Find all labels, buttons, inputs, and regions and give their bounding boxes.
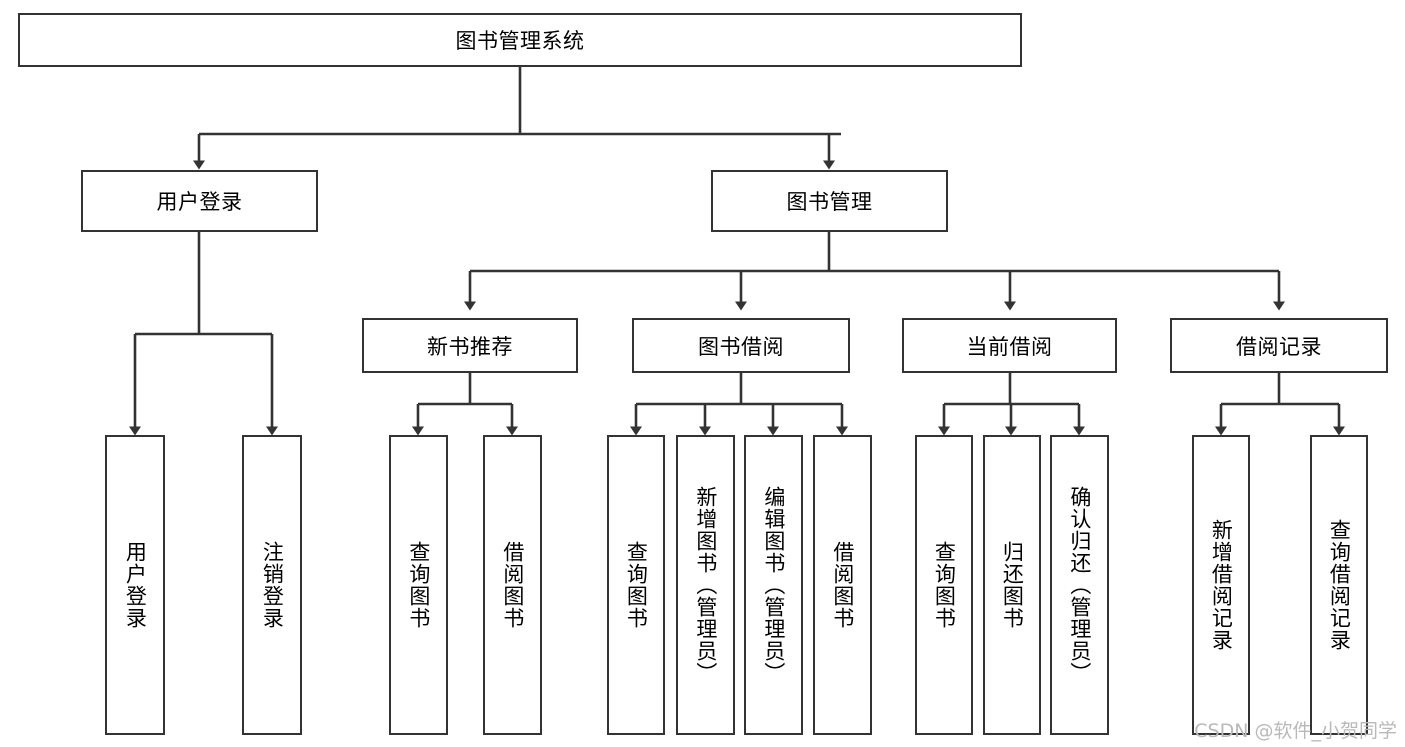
node-leaf-borrow-book-2-label: 借阅图书	[830, 541, 855, 629]
node-new-book-recommend[interactable]: 新书推荐	[362, 318, 578, 373]
node-leaf-borrow-book-1-label: 借阅图书	[500, 541, 525, 629]
node-leaf-borrow-book-2[interactable]: 借阅图书	[813, 435, 872, 735]
node-leaf-logout-login[interactable]: 注销登录	[242, 435, 302, 735]
node-leaf-edit-book[interactable]: 编辑图书（管理员）	[744, 435, 803, 735]
node-current-borrow[interactable]: 当前借阅	[902, 318, 1117, 373]
node-leaf-confirm-return-label: 确认归还（管理员）	[1067, 486, 1092, 684]
node-root-label: 图书管理系统	[455, 29, 585, 53]
node-new-book-recommend-label: 新书推荐	[427, 334, 513, 359]
node-leaf-query-book-2-label: 查询图书	[624, 541, 649, 629]
node-leaf-query-record[interactable]: 查询借阅记录	[1310, 435, 1368, 735]
node-book-borrow[interactable]: 图书借阅	[632, 318, 850, 373]
node-leaf-add-record-label: 新增借阅记录	[1209, 519, 1234, 651]
node-leaf-logout-login-label: 注销登录	[260, 541, 285, 629]
node-leaf-add-book-label: 新增图书（管理员）	[693, 486, 718, 684]
node-leaf-user-login[interactable]: 用户登录	[105, 435, 165, 735]
node-leaf-return-book-label: 归还图书	[1000, 541, 1025, 629]
node-leaf-add-book[interactable]: 新增图书（管理员）	[676, 435, 735, 735]
node-leaf-query-book-2[interactable]: 查询图书	[607, 435, 665, 735]
node-leaf-query-record-label: 查询借阅记录	[1327, 519, 1352, 651]
node-leaf-return-book[interactable]: 归还图书	[983, 435, 1041, 735]
node-root[interactable]: 图书管理系统	[18, 13, 1022, 67]
node-leaf-user-login-label: 用户登录	[123, 541, 148, 629]
node-leaf-confirm-return[interactable]: 确认归还（管理员）	[1050, 435, 1109, 735]
node-current-borrow-label: 当前借阅	[966, 334, 1053, 359]
node-leaf-query-book-1[interactable]: 查询图书	[389, 435, 448, 735]
node-book-manage-label: 图书管理	[786, 190, 873, 214]
node-borrow-record[interactable]: 借阅记录	[1170, 318, 1388, 373]
node-leaf-edit-book-label: 编辑图书（管理员）	[761, 486, 786, 684]
node-leaf-borrow-book-1[interactable]: 借阅图书	[483, 435, 542, 735]
watermark: CSDN @软件_小贺同学	[1194, 720, 1397, 742]
node-leaf-query-book-3-label: 查询图书	[932, 541, 957, 629]
node-user-login[interactable]: 用户登录	[81, 170, 318, 232]
node-user-login-label: 用户登录	[156, 190, 243, 214]
node-borrow-record-label: 借阅记录	[1236, 334, 1322, 359]
node-leaf-query-book-3[interactable]: 查询图书	[915, 435, 973, 735]
node-book-manage[interactable]: 图书管理	[711, 170, 948, 232]
node-leaf-query-book-1-label: 查询图书	[406, 541, 431, 629]
node-book-borrow-label: 图书借阅	[698, 334, 784, 359]
node-leaf-add-record[interactable]: 新增借阅记录	[1192, 435, 1250, 735]
